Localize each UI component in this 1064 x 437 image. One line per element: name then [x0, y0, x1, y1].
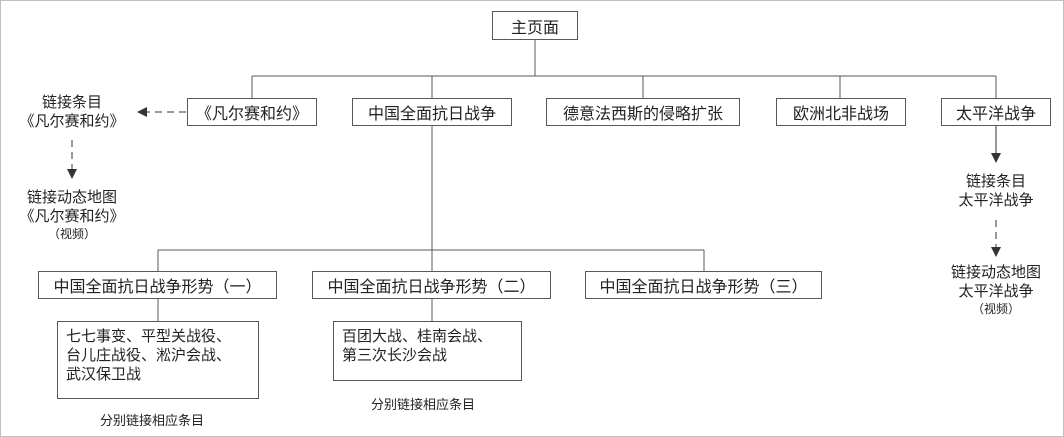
versailles-entry-line2: 《凡尔赛和约》 — [19, 112, 125, 130]
versailles-map-line3: （视频） — [47, 227, 96, 241]
root-node[interactable]: 主页面 — [492, 11, 578, 40]
node-situation-2[interactable]: 中国全面抗日战争形势（二） — [312, 271, 551, 299]
battles-box-2[interactable]: 百团大战、桂南会战、 第三次长沙会战 — [333, 321, 522, 381]
pacific-map-line3: （视频） — [971, 302, 1020, 316]
versailles-entry-link[interactable]: 链接条目 《凡尔赛和约》 — [12, 93, 132, 131]
note-battles-2: 分别链接相应条目 — [371, 398, 476, 413]
pacific-map-line2: 太平洋战争 — [958, 282, 1034, 300]
node-pacific-war-label: 太平洋战争 — [955, 104, 1036, 123]
node-fascist-expansion-label: 德意法西斯的侵略扩张 — [562, 104, 723, 123]
node-situation-1-label: 中国全面抗日战争形势（一） — [53, 277, 262, 296]
pacific-map-line1: 链接动态地图 — [950, 263, 1041, 281]
node-china-war[interactable]: 中国全面抗日战争 — [352, 98, 512, 126]
pacific-entry-line2: 太平洋战争 — [958, 191, 1034, 209]
versailles-map-line1: 链接动态地图 — [26, 188, 117, 206]
versailles-map-line2: 《凡尔赛和约》 — [19, 207, 125, 225]
node-situation-3-label: 中国全面抗日战争形势（三） — [599, 277, 808, 296]
node-situation-2-label: 中国全面抗日战争形势（二） — [327, 277, 536, 296]
battles-2-line2: 第三次长沙会战 — [342, 346, 448, 364]
node-versailles-label: 《凡尔赛和约》 — [195, 104, 308, 123]
node-europe-africa[interactable]: 欧洲北非战场 — [776, 98, 906, 126]
battles-1-line1: 七七事变、平型关战役、 — [66, 327, 232, 345]
pacific-entry-line1: 链接条目 — [965, 172, 1026, 190]
battles-1-line3: 武汉保卫战 — [66, 365, 142, 383]
battles-1-line2: 台儿庄战役、淞沪会战、 — [66, 346, 232, 364]
node-versailles[interactable]: 《凡尔赛和约》 — [187, 98, 317, 126]
versailles-map-link[interactable]: 链接动态地图 《凡尔赛和约》 （视频） — [12, 188, 132, 242]
node-fascist-expansion[interactable]: 德意法西斯的侵略扩张 — [546, 98, 740, 126]
battles-2-line1: 百团大战、桂南会战、 — [342, 327, 493, 345]
node-europe-africa-label: 欧洲北非战场 — [792, 104, 889, 123]
versailles-entry-line1: 链接条目 — [41, 93, 102, 111]
battles-box-1[interactable]: 七七事变、平型关战役、 台儿庄战役、淞沪会战、 武汉保卫战 — [57, 321, 259, 399]
pacific-entry-link[interactable]: 链接条目 太平洋战争 — [936, 172, 1056, 210]
node-pacific-war[interactable]: 太平洋战争 — [941, 98, 1051, 126]
root-label: 主页面 — [510, 17, 559, 37]
pacific-map-link[interactable]: 链接动态地图 太平洋战争 （视频） — [936, 263, 1056, 317]
node-situation-3[interactable]: 中国全面抗日战争形势（三） — [585, 271, 822, 299]
node-china-war-label: 中国全面抗日战争 — [367, 104, 496, 123]
note-battles-1: 分别链接相应条目 — [100, 414, 205, 429]
node-situation-1[interactable]: 中国全面抗日战争形势（一） — [38, 271, 277, 299]
